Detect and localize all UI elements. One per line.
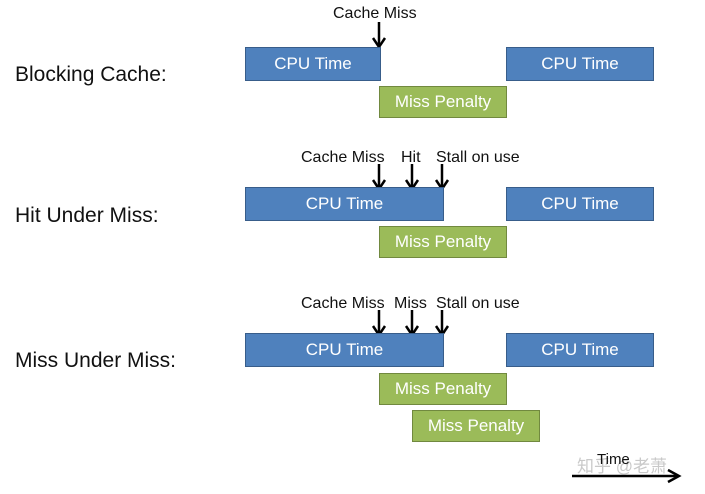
- time-axis-label: Time: [597, 451, 630, 468]
- cpu-time-box: CPU Time: [506, 187, 654, 221]
- row-label-blocking-cache: Blocking Cache:: [15, 63, 167, 86]
- miss-penalty-box: Miss Penalty: [379, 226, 507, 258]
- annotation-hit: Hit: [401, 149, 421, 166]
- annotation-cache-miss: Cache Miss: [333, 5, 417, 22]
- annotation-cache-miss: Cache Miss: [301, 149, 385, 166]
- cpu-time-box: CPU Time: [506, 47, 654, 81]
- annotation-miss: Miss: [394, 295, 427, 312]
- row-label-miss-under-miss: Miss Under Miss:: [15, 349, 177, 372]
- miss-penalty-box: Miss Penalty: [379, 373, 507, 405]
- right-arrow-icon: [572, 468, 682, 484]
- watermark: 知乎 @老萧: [577, 457, 667, 476]
- miss-penalty-box: Miss Penalty: [412, 410, 540, 442]
- cpu-time-box: CPU Time: [245, 47, 381, 81]
- cpu-time-box: CPU Time: [245, 187, 444, 221]
- row-label-hit-under-miss: Hit Under Miss:: [15, 204, 159, 227]
- down-arrow-icon: [371, 22, 387, 50]
- miss-penalty-box: Miss Penalty: [379, 86, 507, 118]
- cpu-time-box: CPU Time: [506, 333, 654, 367]
- annotation-stall-on-use: Stall on use: [436, 149, 520, 166]
- annotation-cache-miss: Cache Miss: [301, 295, 385, 312]
- annotation-stall-on-use: Stall on use: [436, 295, 520, 312]
- cpu-time-box: CPU Time: [245, 333, 444, 367]
